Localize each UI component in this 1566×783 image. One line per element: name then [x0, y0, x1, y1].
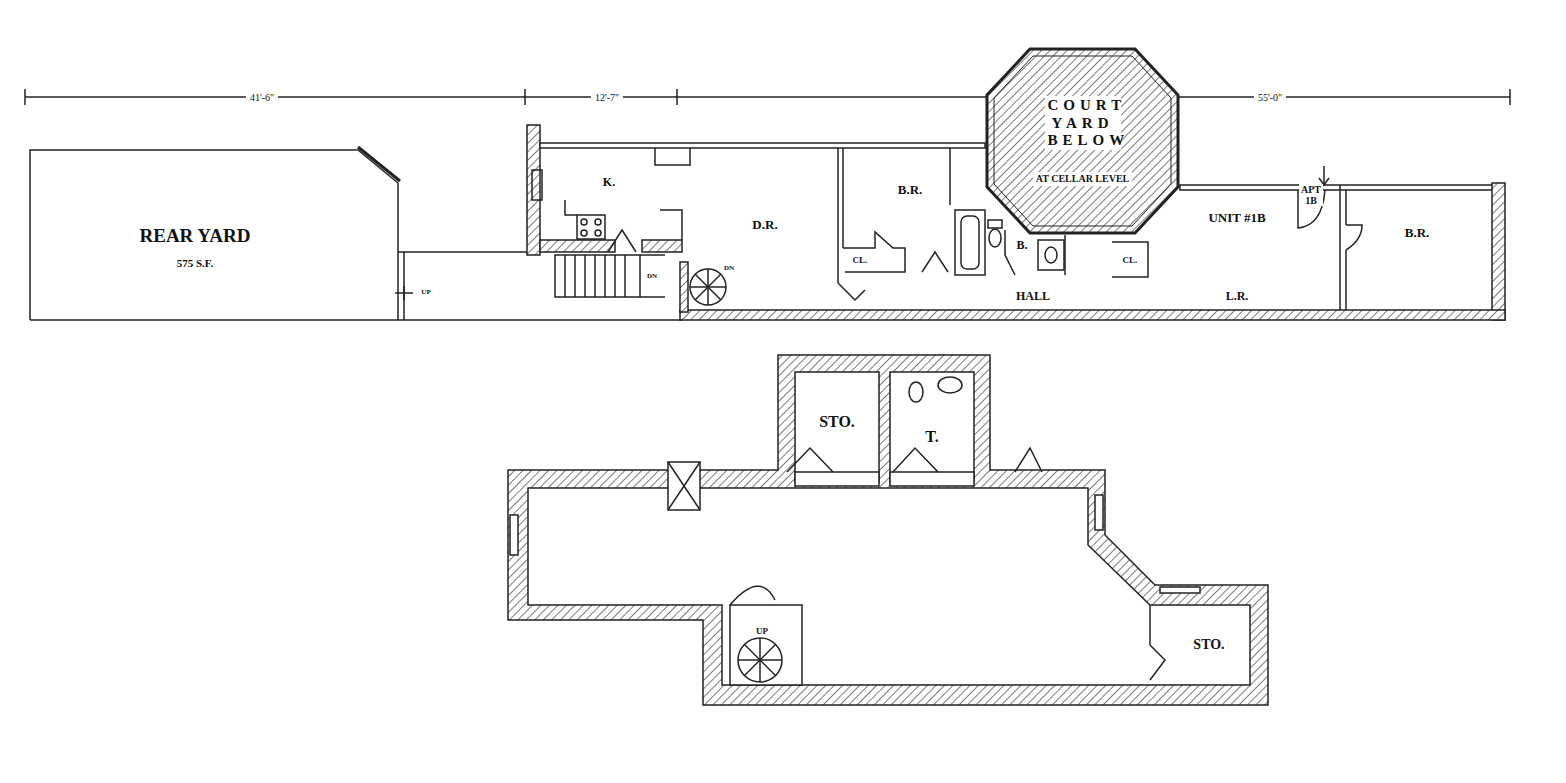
stair-note: UP — [752, 627, 772, 637]
stair-note: DN — [647, 273, 657, 281]
storage-room: STO. — [797, 375, 877, 470]
room-note: AT CELLAR LEVEL — [1033, 172, 1133, 186]
stair-note: DN — [724, 265, 734, 273]
room-name: COURT YARD BELOW — [1045, 96, 1121, 150]
room-name: K. — [603, 176, 615, 189]
toilet-room: T. — [892, 405, 972, 470]
room-name: L.R. — [1226, 290, 1249, 303]
room-name: B.R. — [1405, 226, 1430, 240]
room-name: B.R. — [898, 183, 923, 197]
room-name: STO. — [1193, 637, 1224, 653]
courtyard-outline — [987, 49, 1178, 233]
yard-area: REAR YARD 575 S.F. — [40, 205, 350, 290]
room-name: CL. — [1123, 255, 1138, 265]
storage-room: STO. — [1170, 607, 1248, 683]
room-name: HALL — [1016, 290, 1050, 303]
dimension: 41'-6" — [246, 92, 278, 103]
dimension: 55'-0" — [1254, 92, 1286, 103]
apartment-tag: APT 1B — [1299, 184, 1323, 206]
room-name: T. — [925, 428, 938, 446]
stair-note: UP — [421, 289, 430, 297]
room-name: B. — [1016, 239, 1027, 252]
closet-room: CL. — [846, 250, 874, 270]
room-name: REAR YARD — [139, 225, 250, 247]
room-note: 575 S.F. — [177, 257, 214, 270]
courtyard-octagon: COURT YARD BELOW AT CELLAR LEVEL — [985, 47, 1180, 235]
courtyard-inner-outline — [994, 56, 1171, 226]
room-name: D.R. — [752, 218, 777, 232]
room-name: CL. — [853, 255, 868, 265]
dimension: 12'-7" — [591, 92, 623, 103]
closet-room: CL. — [1114, 246, 1146, 274]
unit-name: UNIT #1B — [1208, 211, 1265, 225]
room-name: STO. — [819, 413, 855, 431]
